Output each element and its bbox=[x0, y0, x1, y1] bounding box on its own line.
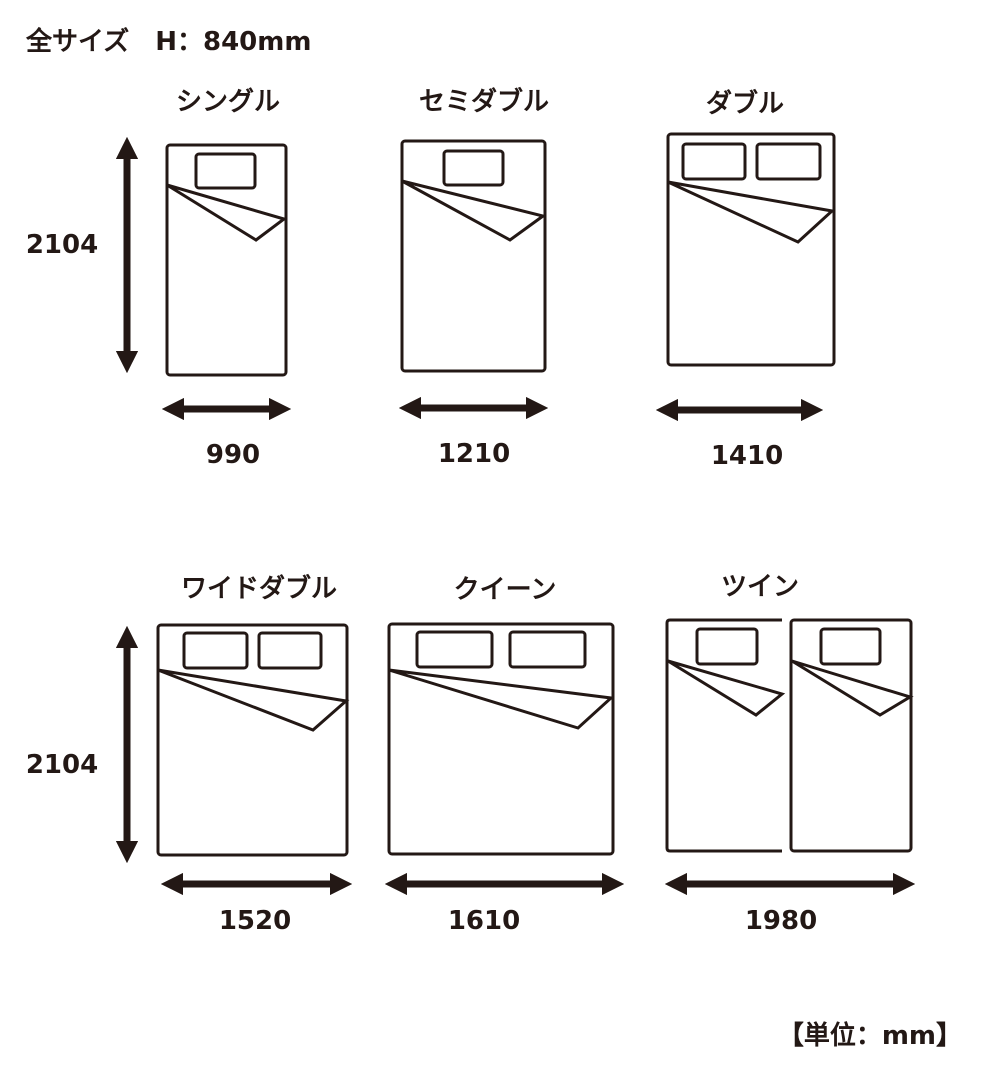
bed-single: シングル 990 bbox=[161, 87, 292, 470]
bed-double: ダブル 1410 bbox=[655, 88, 836, 471]
bed-outline bbox=[400, 139, 547, 373]
pillow bbox=[415, 630, 494, 669]
width-label: 1410 bbox=[711, 441, 783, 471]
blanket-fold bbox=[388, 668, 615, 730]
pillow bbox=[508, 630, 587, 669]
pillow bbox=[194, 152, 257, 190]
width-label: 1980 bbox=[745, 906, 817, 936]
bed-name: シングル bbox=[176, 87, 280, 117]
page-title: 全サイズ H：840mm bbox=[25, 26, 311, 57]
bed-outline bbox=[387, 622, 615, 856]
pillow bbox=[681, 142, 747, 181]
width-label: 990 bbox=[206, 440, 260, 470]
bed-queen: クイーン 1610 bbox=[384, 575, 625, 936]
pillow bbox=[182, 631, 249, 670]
bed-name: ツイン bbox=[721, 572, 799, 602]
blanket-fold bbox=[667, 180, 836, 244]
pillow bbox=[442, 149, 505, 187]
blanket-fold bbox=[667, 659, 786, 717]
bed-outline-left bbox=[665, 618, 782, 853]
bed-wide-double: ワイドダブル 1520 bbox=[156, 573, 353, 936]
blanket-fold bbox=[791, 659, 914, 717]
bed-outline bbox=[156, 623, 349, 857]
blanket-fold bbox=[166, 183, 288, 242]
width-label: 1520 bbox=[219, 906, 291, 936]
pillow bbox=[755, 142, 822, 181]
pillow bbox=[819, 627, 882, 666]
width-label: 1210 bbox=[438, 439, 510, 469]
width-label: 1610 bbox=[448, 906, 520, 936]
blanket-fold bbox=[401, 179, 547, 242]
bed-name: セミダブル bbox=[419, 86, 549, 117]
blanket-fold bbox=[157, 668, 350, 732]
unit-note: 【単位：mm】 bbox=[778, 1020, 962, 1051]
bed-name: クイーン bbox=[454, 575, 557, 605]
bed-semi-double: セミダブル 1210 bbox=[398, 86, 549, 469]
bed-name: ワイドダブル bbox=[181, 573, 337, 604]
bed-outline bbox=[666, 132, 836, 367]
pillow bbox=[257, 631, 323, 670]
bed-name: ダブル bbox=[706, 88, 784, 119]
pillow bbox=[695, 627, 759, 666]
length-label-row2: 2104 bbox=[26, 750, 98, 780]
bed-twin: ツイン 1980 bbox=[664, 572, 916, 936]
length-label-row1: 2104 bbox=[26, 230, 98, 260]
